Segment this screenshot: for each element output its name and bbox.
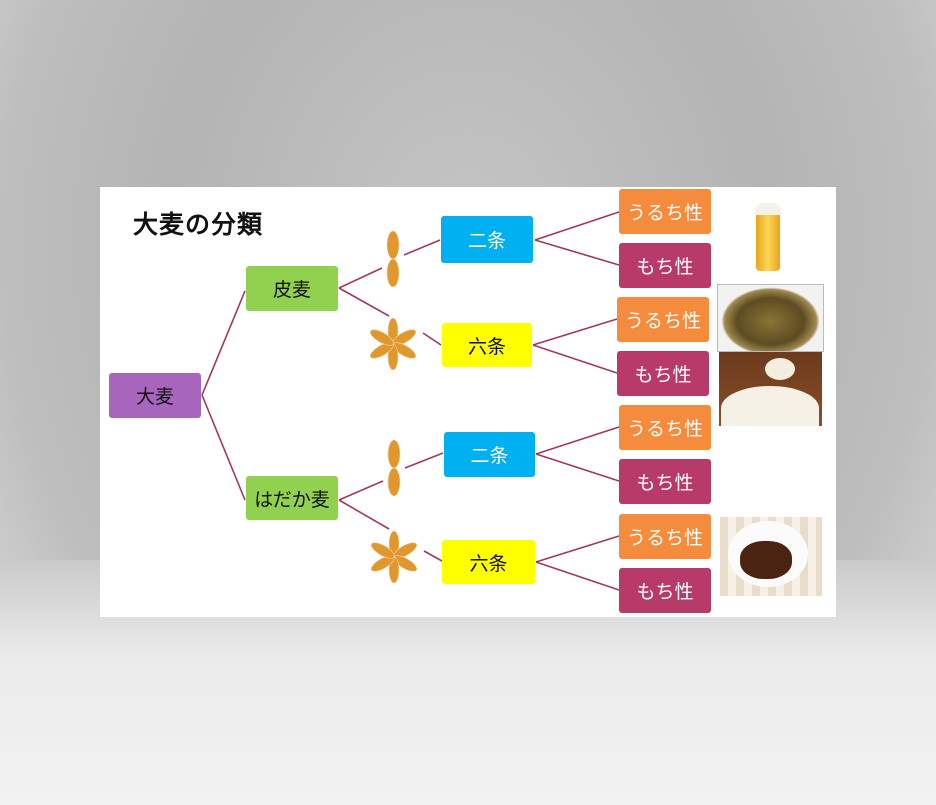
roasted-barley-photo bbox=[717, 284, 824, 352]
six-row-barley-icon bbox=[369, 317, 417, 371]
node-uruchi: うるち性 bbox=[619, 514, 711, 559]
node-uruchi: うるち性 bbox=[619, 405, 711, 450]
slide: 大麦の分類 大麦 皮麦 はだか麦 二条 六条 二条 六条 うるち性 もち性 うる… bbox=[100, 187, 836, 617]
six-row-barley-icon bbox=[370, 530, 418, 584]
node-nijo: 二条 bbox=[444, 432, 535, 477]
beer-photo bbox=[745, 203, 790, 273]
node-kawamugi: 皮麦 bbox=[246, 266, 338, 311]
two-row-barley-icon bbox=[387, 439, 401, 497]
node-mochi: もち性 bbox=[619, 568, 711, 613]
node-mochi: もち性 bbox=[619, 243, 711, 288]
node-uruchi: うるち性 bbox=[617, 297, 709, 342]
node-rokujo: 六条 bbox=[442, 323, 532, 367]
node-mochi: もち性 bbox=[619, 459, 711, 504]
slide-title: 大麦の分類 bbox=[133, 210, 264, 239]
node-omugi: 大麦 bbox=[109, 373, 201, 418]
line-root-kawamugi bbox=[201, 290, 246, 396]
node-mochi: もち性 bbox=[617, 351, 709, 396]
node-nijo: 二条 bbox=[441, 216, 533, 263]
two-row-barley-icon bbox=[386, 230, 400, 288]
miso-photo bbox=[720, 517, 822, 596]
node-uruchi: うるち性 bbox=[619, 189, 711, 234]
node-hadakamugi: はだか麦 bbox=[246, 476, 338, 520]
line-root-hadaka bbox=[201, 394, 246, 501]
barley-rice-photo bbox=[719, 352, 822, 426]
connector-lines bbox=[201, 211, 620, 591]
node-rokujo: 六条 bbox=[442, 540, 535, 584]
